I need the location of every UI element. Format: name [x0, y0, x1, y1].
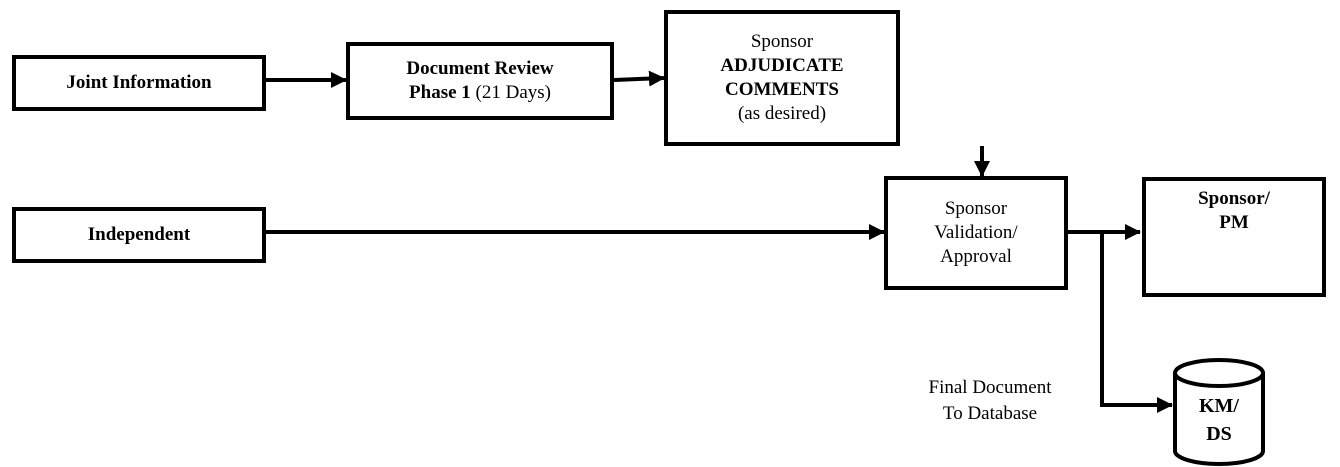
- validation-label: Validation/: [934, 222, 1018, 243]
- adjudicate-note: (as desired): [737, 103, 827, 124]
- independent-box: Independent: [12, 207, 266, 263]
- approval-label: Approval: [940, 246, 1012, 267]
- validation-sponsor: Sponsor: [944, 198, 1008, 219]
- adjudicate-comments: COMMENTS: [725, 79, 839, 100]
- adjudicate-title: ADJUDICATE: [720, 55, 844, 76]
- km-ds-label: KM/ DS: [1175, 392, 1263, 448]
- validation-approval-box: Sponsor Validation/ Approval: [884, 176, 1068, 290]
- document-review-phase: Phase 1 (21 Days): [409, 82, 551, 103]
- sponsor-pm-line2: PM: [1219, 212, 1249, 233]
- final-document-line2: To Database: [942, 403, 1038, 424]
- database-cylinder-icon: [1173, 358, 1265, 466]
- joint-information-label: Joint Information: [66, 72, 212, 93]
- adjudicate-sponsor: Sponsor: [750, 31, 814, 52]
- final-document-annotation: Final Document To Database: [902, 375, 1078, 427]
- km-ds-line1: KM/: [1199, 395, 1239, 417]
- arrow-review-to-adjudicate: [613, 70, 665, 87]
- sponsor-pm-box: Sponsor/ PM: [1142, 177, 1326, 297]
- final-document-line1: Final Document: [928, 377, 1052, 398]
- document-review-box: Document Review Phase 1 (21 Days): [346, 42, 614, 120]
- independent-label: Independent: [87, 224, 191, 245]
- km-ds-line2: DS: [1206, 423, 1232, 445]
- joint-information-box: Joint Information: [12, 55, 266, 111]
- document-review-title: Document Review: [406, 58, 554, 79]
- sponsor-pm-line1: Sponsor/: [1198, 188, 1270, 209]
- adjudicate-comments-box: Sponsor ADJUDICATE COMMENTS (as desired): [664, 10, 900, 146]
- arrow-validation-to-database: [1100, 232, 1173, 413]
